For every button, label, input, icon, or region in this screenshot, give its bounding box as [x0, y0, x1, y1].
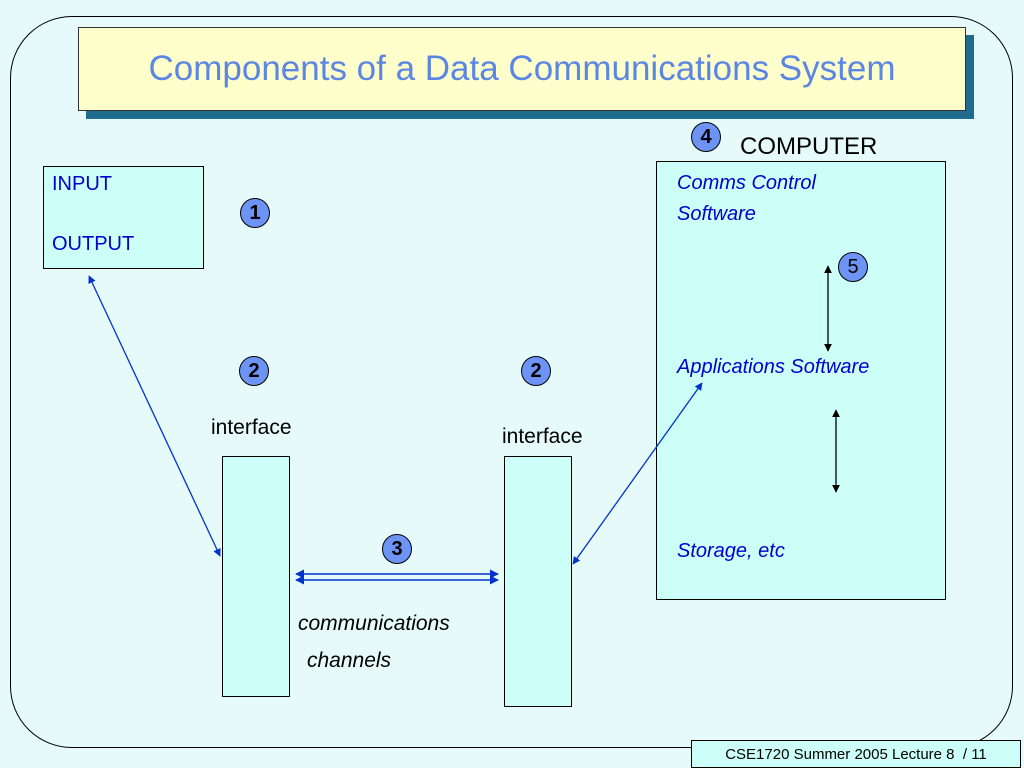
slide-frame	[10, 16, 1013, 748]
badge-interface-right-number: 2	[530, 359, 542, 382]
badge-io: 1	[240, 198, 270, 228]
badge-channel-number: 3	[391, 537, 403, 560]
channel-label-line2: channels	[307, 649, 392, 672]
interface-right-label: interface	[502, 425, 583, 448]
interface-left-box	[222, 456, 290, 697]
footer: CSE1720 Summer 2005 Lecture 8 / 11	[691, 740, 1021, 768]
badge-interface-left: 2	[239, 356, 269, 386]
footer-text: CSE1720 Summer 2005 Lecture 8 / 11	[725, 745, 987, 763]
badge-software: 5	[838, 252, 868, 282]
badge-interface-right: 2	[521, 356, 551, 386]
applications-software-label: Applications Software	[677, 356, 870, 378]
io-to-interface-connector	[88, 275, 221, 557]
badge-channel: 3	[382, 534, 412, 564]
badge-interface-left-number: 2	[248, 359, 260, 382]
comms-control-label-line1: Comms Control	[677, 172, 816, 194]
input-output-box: INPUT OUTPUT	[43, 166, 204, 269]
comms-control-label-line2: Software	[677, 203, 756, 225]
badge-software-number: 5	[847, 255, 859, 278]
badge-computer: 4	[691, 122, 721, 152]
interface-to-computer-connector	[572, 382, 703, 565]
interface-left-label: interface	[211, 416, 292, 439]
computer-heading: COMPUTER	[740, 133, 878, 160]
title-box: Components of a Data Communications Syst…	[78, 27, 966, 111]
interface-right-box	[504, 456, 572, 707]
computer-box: Comms Control Software Applications Soft…	[656, 161, 946, 600]
channel-label-line1: communications	[298, 612, 450, 635]
input-label: INPUT	[52, 173, 112, 195]
badge-computer-number: 4	[700, 125, 712, 148]
badge-io-number: 1	[249, 201, 261, 224]
storage-label: Storage, etc	[677, 540, 785, 562]
output-label: OUTPUT	[52, 233, 135, 255]
page-title: Components of a Data Communications Syst…	[148, 49, 896, 88]
